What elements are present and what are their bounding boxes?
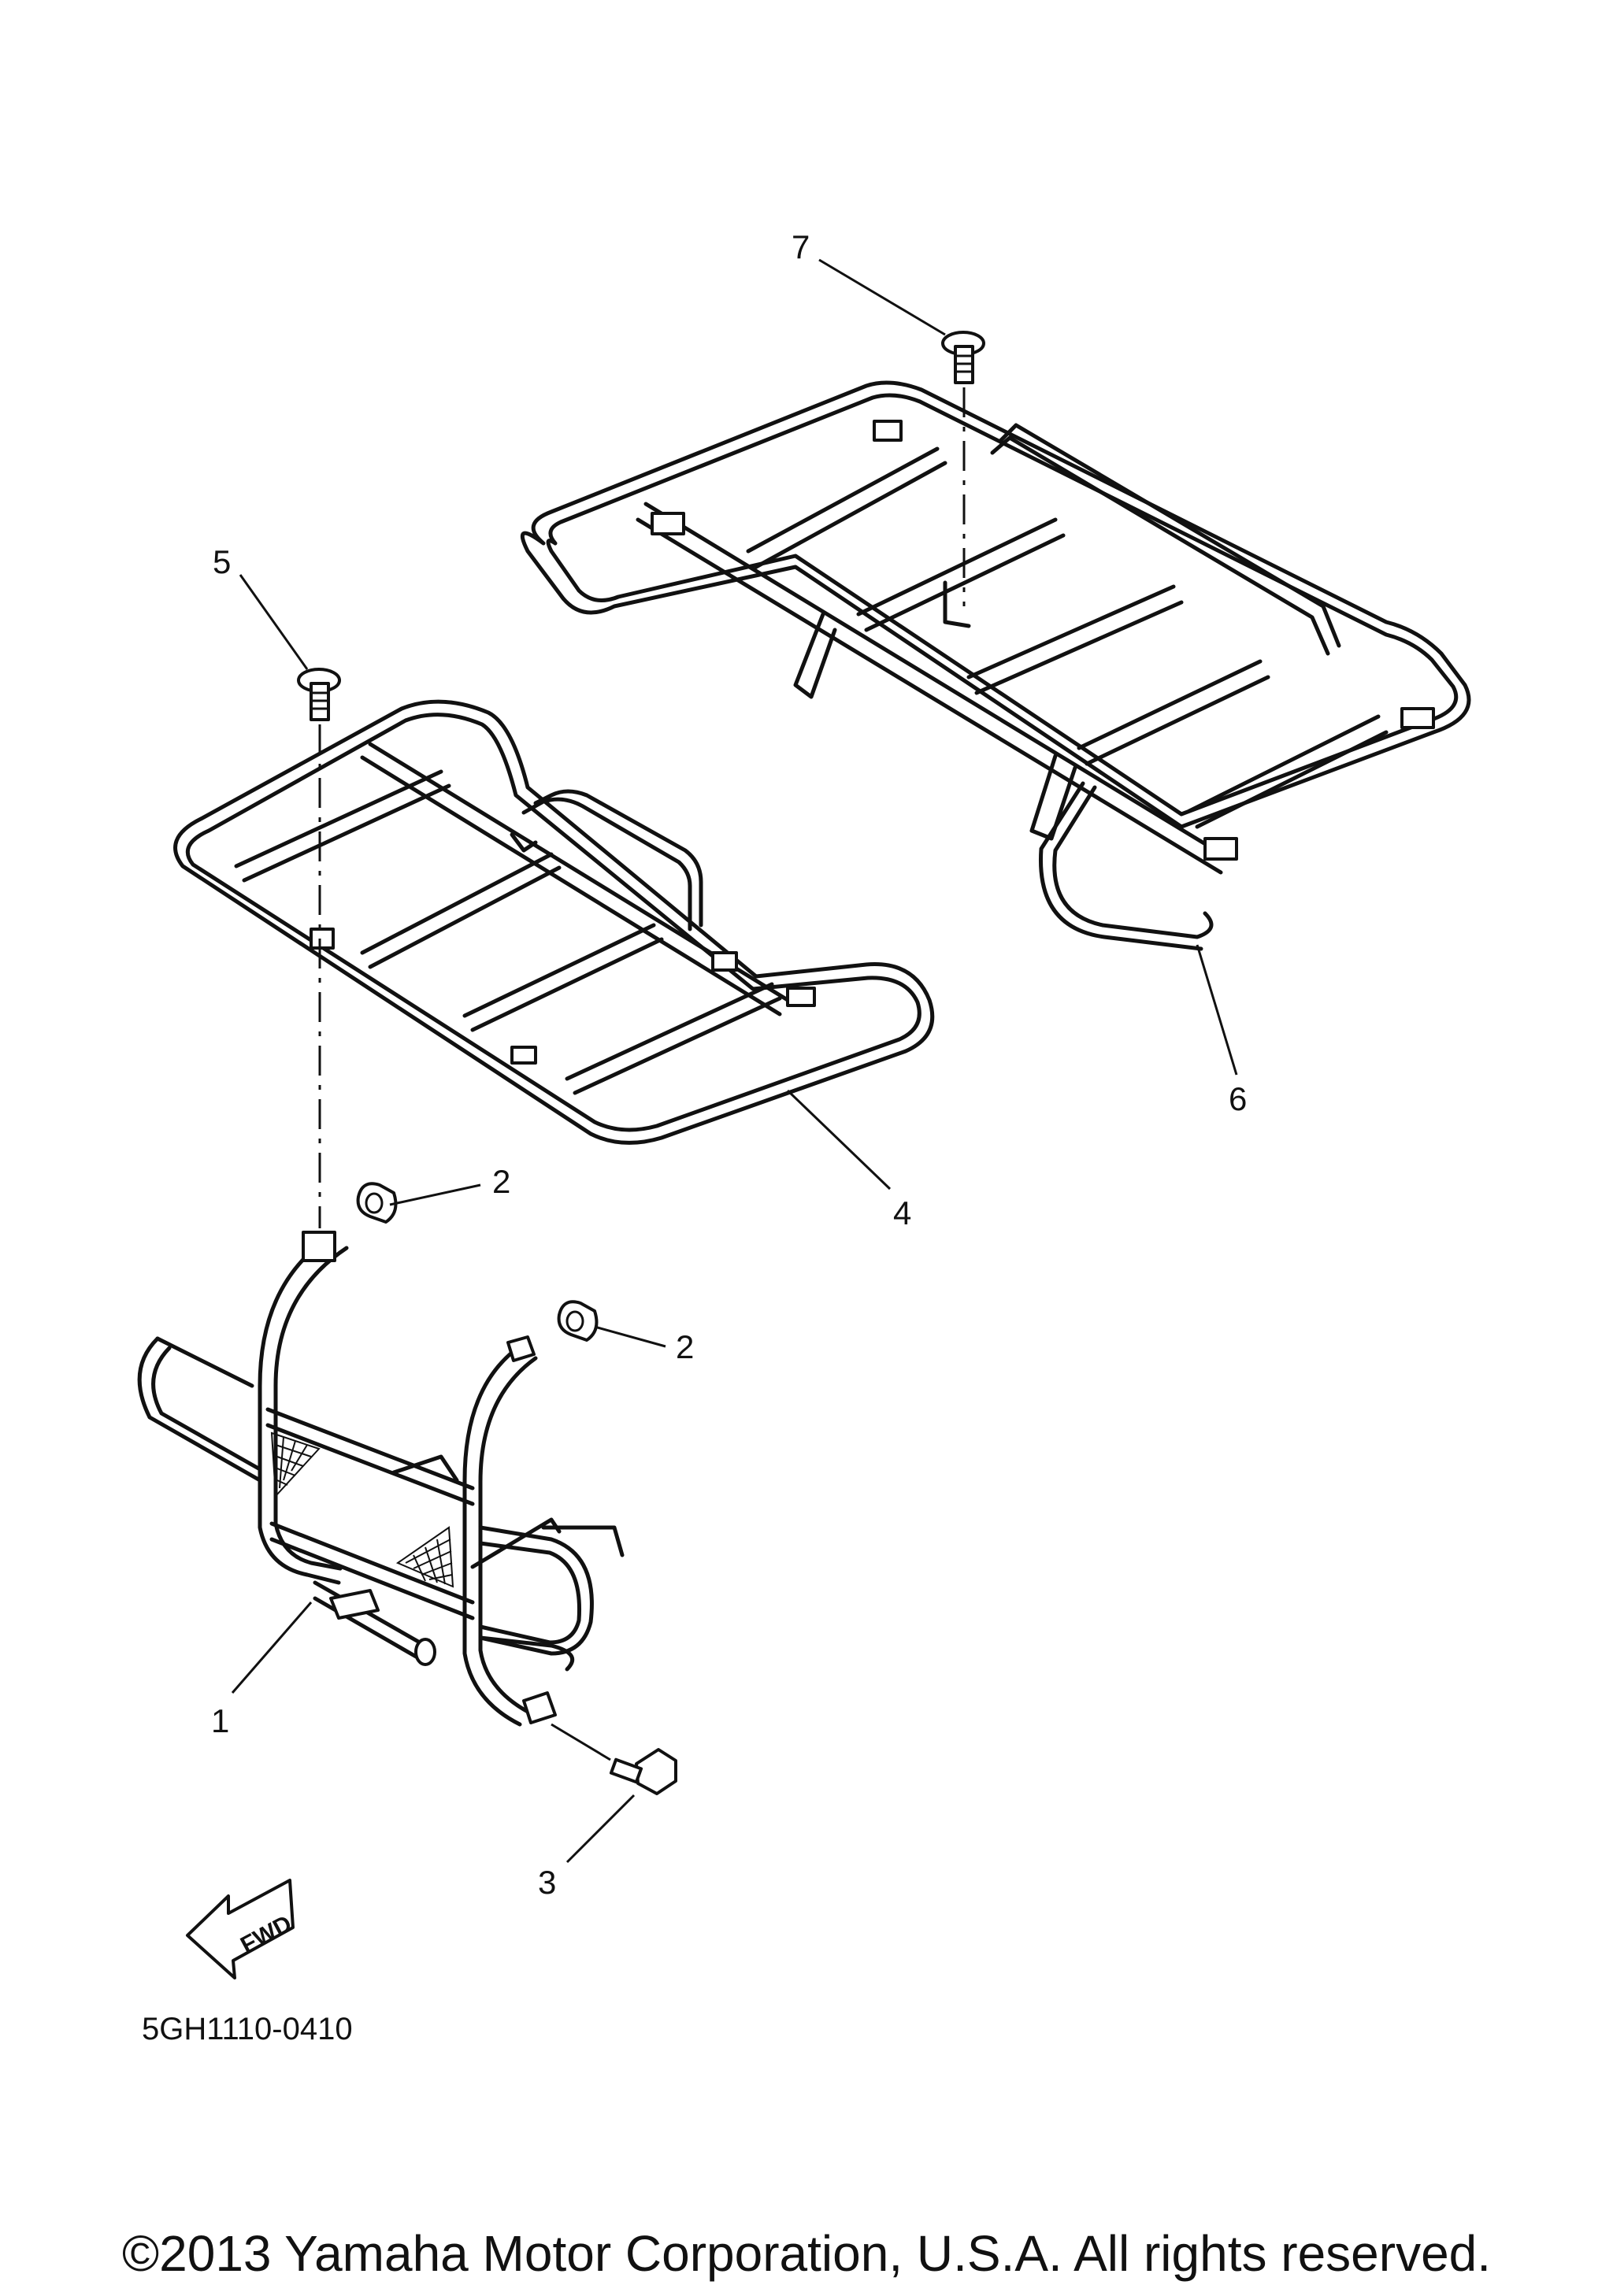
front-guard — [137, 1231, 625, 1727]
leader-line-6 — [1196, 944, 1238, 1076]
callout-6: 6 — [1229, 1080, 1247, 1117]
callout-3: 3 — [538, 1864, 556, 1901]
callout-5: 5 — [213, 543, 231, 580]
bolt-7 — [941, 331, 985, 384]
fwd-arrow-icon: FWD — [186, 1879, 296, 1979]
leader-line-2a — [389, 1183, 481, 1206]
leader-line-3 — [565, 1794, 636, 1864]
bolt-3 — [609, 1748, 677, 1795]
bolt-5 — [297, 668, 341, 721]
nut-2-lower — [557, 1300, 599, 1342]
callout-4: 4 — [893, 1194, 911, 1231]
leader-line-1 — [231, 1602, 313, 1694]
leader-line-7 — [818, 258, 946, 336]
leader-line-5 — [239, 574, 309, 670]
callout-2a: 2 — [492, 1163, 510, 1200]
nut-2-upper — [356, 1182, 398, 1224]
guard-mesh-left — [270, 1431, 321, 1498]
diagram-code: 5GH1110-0410 — [142, 2012, 353, 2046]
callout-2b: 2 — [676, 1328, 694, 1365]
rear-carrier — [520, 380, 1471, 951]
front-carrier — [173, 699, 935, 1145]
leader-line-4 — [786, 1089, 892, 1191]
leader-line-2b — [594, 1325, 666, 1348]
callout-1: 1 — [211, 1702, 229, 1739]
copyright-notice: ©2013 Yamaha Motor Corporation, U.S.A. A… — [122, 2225, 1491, 2282]
callout-7: 7 — [792, 228, 810, 265]
guard-mesh-right — [395, 1526, 454, 1588]
leader-bolt-3-to-guard — [551, 1723, 611, 1761]
